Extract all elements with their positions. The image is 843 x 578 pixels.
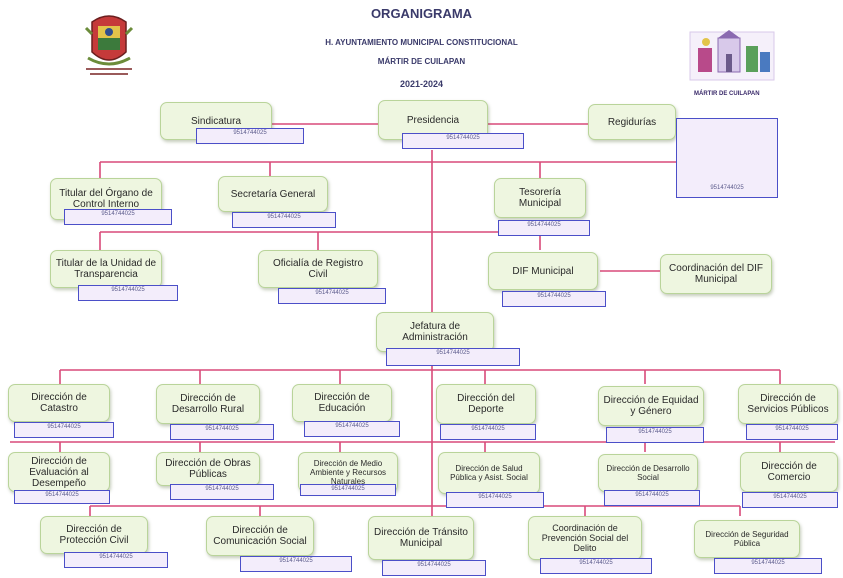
municipality-logo: MÁRTIR DE CUILAPAN [688, 28, 778, 97]
name-salud-publica: 9514744025 [446, 492, 544, 508]
council-name: H. AYUNTAMIENTO MUNICIPAL CONSTITUCIONAL [325, 38, 518, 47]
unit-administracion: Jefatura de Administración [376, 312, 494, 352]
unit-secretaria-general: Secretaría General [218, 176, 328, 212]
municipality-logo-text: MÁRTIR DE CUILAPAN [694, 91, 760, 97]
unit-coordinacion-dif: Coordinación del DIF Municipal [660, 254, 772, 294]
name-comercio: 9514744025 [742, 492, 838, 508]
name-desarrollo-rural: 9514744025 [170, 424, 274, 440]
name-medio-ambiente: 9514744025 [300, 484, 396, 496]
unit-seguridad-publica: Dirección de Seguridad Pública [694, 520, 800, 558]
name-secretaria-general: 9514744025 [232, 212, 336, 228]
unit-equidad-genero: Dirección de Equidad y Género [598, 386, 704, 426]
name-equidad-genero: 9514744025 [606, 427, 704, 443]
unit-desarrollo-social: Dirección de Desarrollo Social [598, 454, 698, 492]
unit-comercio: Dirección de Comercio [740, 452, 838, 492]
unit-desarrollo-rural: Dirección de Desarrollo Rural [156, 384, 260, 424]
name-educacion: 9514744025 [304, 421, 400, 437]
name-proteccion-civil: 9514744025 [64, 552, 168, 568]
unit-catastro: Dirección de Catastro [8, 384, 110, 422]
name-tesoreria: 9514744025 [498, 220, 590, 236]
unit-evaluacion-desempeno: Dirección de Evaluación al Desempeño [8, 452, 110, 492]
name-sindicatura: 9514744025 [196, 128, 304, 144]
coat-of-arms-logo [84, 15, 134, 75]
name-presidencia: 9514744025 [402, 133, 524, 149]
name-obras-publicas: 9514744025 [170, 484, 274, 500]
unit-transparencia: Titular de la Unidad de Transparencia [50, 250, 162, 288]
name-organo-control: 9514744025 [64, 209, 172, 225]
unit-regidurias: Regidurías [588, 104, 676, 140]
name-desarrollo-social: 9514744025 [604, 490, 700, 506]
unit-prevencion-delito: Coordinación de Prevención Social del De… [528, 516, 642, 560]
name-seguridad-publica: 9514744025 [714, 558, 822, 574]
unit-dif: DIF Municipal [488, 252, 598, 290]
administration-period: 2021-2024 [399, 79, 444, 89]
unit-transito: Dirección de Tránsito Municipal [368, 516, 474, 560]
unit-comunicacion-social: Dirección de Comunicación Social [206, 516, 314, 556]
unit-educacion: Dirección de Educación [292, 384, 392, 422]
unit-salud-publica: Dirección de Salud Pública y Asist. Soci… [438, 452, 540, 494]
unit-obras-publicas: Dirección de Obras Públicas [156, 452, 260, 486]
regidurias-members-list: 9514744025 [676, 118, 778, 198]
org-chart-title: ORGANIGRAMA [370, 6, 473, 21]
name-deporte: 9514744025 [440, 424, 536, 440]
name-administracion: 9514744025 [386, 348, 520, 366]
unit-servicios-publicos: Dirección de Servicios Públicos [738, 384, 838, 424]
name-transparencia: 9514744025 [78, 285, 178, 301]
name-catastro: 9514744025 [14, 422, 114, 438]
unit-tesoreria: Tesorería Municipal [494, 178, 586, 218]
unit-deporte: Dirección del Deporte [436, 384, 536, 424]
name-registro-civil: 9514744025 [278, 288, 386, 304]
name-comunicacion-social: 9514744025 [240, 556, 352, 572]
name-servicios-publicos: 9514744025 [746, 424, 838, 440]
name-transito: 9514744025 [382, 560, 486, 576]
name-dif: 9514744025 [502, 291, 606, 307]
name-evaluacion-desempeno: 9514744025 [14, 490, 110, 504]
unit-registro-civil: Oficialía de Registro Civil [258, 250, 378, 288]
name-prevencion-delito: 9514744025 [540, 558, 652, 574]
unit-proteccion-civil: Dirección de Protección Civil [40, 516, 148, 554]
municipality-name: MÁRTIR DE CUILAPAN [377, 57, 466, 66]
